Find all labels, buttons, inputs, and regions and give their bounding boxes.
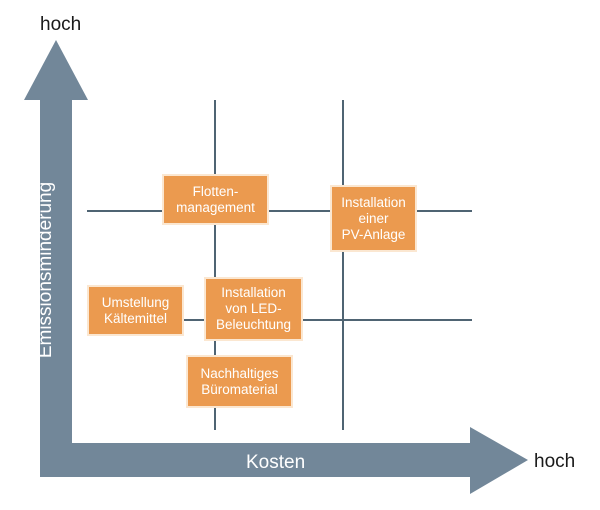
y-axis-high-label: hoch (40, 14, 82, 35)
x-axis-title: Kosten (246, 452, 306, 473)
measure-fleet-management: Flotten- management (162, 174, 269, 225)
measure-led-lighting: Installation von LED- Beleuchtung (204, 277, 303, 341)
x-axis-high-label: hoch (534, 451, 576, 472)
axes-arrow (24, 40, 528, 494)
measure-sustainable-office-supplies: Nachhaltiges Büromaterial (186, 355, 293, 408)
measure-pv-installation: Installation einer PV-Anlage (330, 185, 417, 252)
measure-refrigerant-change: Umstellung Kältemittel (87, 285, 184, 336)
